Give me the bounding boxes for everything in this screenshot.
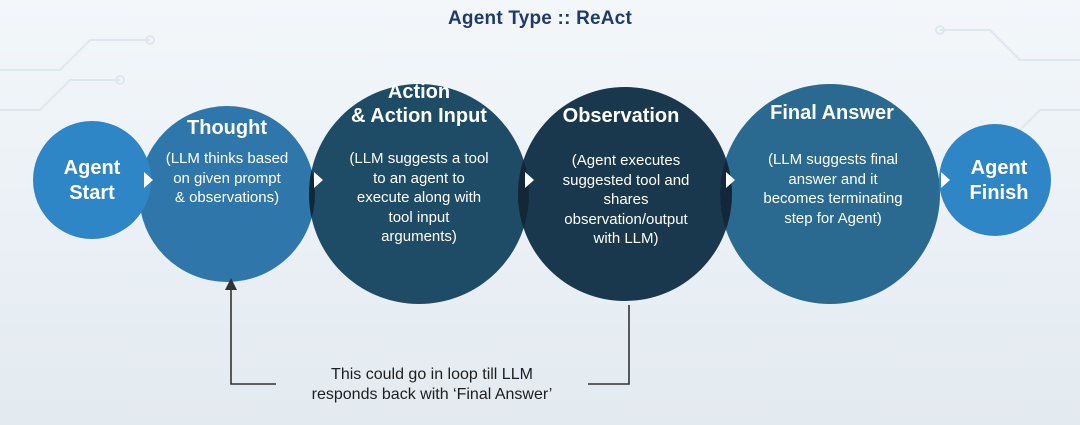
thought-circle bbox=[139, 106, 315, 282]
agent-finish-line: Finish bbox=[969, 182, 1029, 204]
action-description-line: arguments) bbox=[381, 228, 457, 245]
thought-heading: Thought bbox=[152, 116, 302, 140]
loop-note-line: responds back with ‘Final Answer’ bbox=[311, 386, 553, 403]
agent-finish-circle bbox=[939, 124, 1051, 236]
action-description: (LLM suggests a tool to an agent to exec… bbox=[334, 149, 504, 247]
arrow-up-icon bbox=[225, 278, 237, 290]
final-answer-description-line: (LLM suggests final bbox=[767, 151, 899, 168]
agent-start-circle bbox=[33, 121, 151, 239]
action-heading-line: & Action Input bbox=[351, 105, 487, 127]
loop-line bbox=[588, 305, 630, 385]
final-answer-circle bbox=[720, 84, 940, 304]
final-answer-description: (LLM suggests final answer and it become… bbox=[748, 150, 918, 228]
background-decoration bbox=[0, 25, 1080, 141]
action-circle bbox=[309, 84, 529, 304]
thought-description-line: (LLM thinks based bbox=[165, 150, 289, 167]
agent-start-line: Agent bbox=[63, 157, 121, 179]
arrow-right-icon bbox=[314, 172, 323, 188]
loop-note: This could go in loop till LLM responds … bbox=[276, 365, 588, 405]
observation-description-line: suggested tool and bbox=[562, 171, 690, 189]
thought-description-line: on given prompt bbox=[173, 169, 281, 187]
observation-description-line: (Agent executes bbox=[571, 152, 681, 169]
observation-description-line: observation/output bbox=[564, 210, 688, 228]
observation-heading-line: Observation bbox=[562, 105, 680, 127]
action-heading: Action & Action Input bbox=[334, 80, 504, 128]
observation-description: (Agent executes suggested tool and share… bbox=[546, 151, 706, 249]
observation-circle bbox=[518, 87, 732, 301]
final-answer-description-line: becomes terminating bbox=[763, 190, 903, 207]
final-answer-description-line: answer and it bbox=[788, 170, 878, 188]
loop-note-line: This could go in loop till LLM bbox=[331, 366, 533, 383]
loop-line-return bbox=[230, 290, 276, 385]
action-description-line: execute along with bbox=[356, 189, 482, 206]
action-description-line: to an agent to bbox=[373, 169, 465, 187]
agent-finish-line: Agent bbox=[970, 157, 1028, 179]
agent-start-label: Agent Start bbox=[40, 156, 144, 206]
action-description-line: (LLM suggests a tool bbox=[349, 150, 489, 167]
diagram-title: Agent Type :: ReAct bbox=[448, 8, 632, 29]
final-answer-description-line: step for Agent) bbox=[784, 209, 882, 227]
action-description-line: tool input bbox=[388, 208, 450, 226]
arrow-right-icon bbox=[941, 172, 950, 188]
thought-description: (LLM thinks based on given prompt & obse… bbox=[147, 149, 307, 208]
observation-heading: Observation bbox=[541, 104, 701, 128]
arrow-right-icon bbox=[144, 172, 153, 188]
observation-description-line: shares bbox=[603, 191, 649, 208]
thought-heading-line: Thought bbox=[187, 117, 267, 139]
final-answer-heading-line: Final Answer bbox=[770, 102, 894, 124]
final-answer-heading: Final Answer bbox=[747, 101, 917, 125]
agent-finish-label: Agent Finish bbox=[946, 156, 1052, 206]
agent-start-line: Start bbox=[69, 182, 115, 204]
thought-description-line: & observations) bbox=[174, 189, 280, 206]
arrow-right-icon bbox=[726, 172, 735, 188]
action-heading-line: Action bbox=[387, 81, 451, 103]
observation-description-line: with LLM) bbox=[593, 230, 659, 247]
arrow-right-icon bbox=[525, 172, 534, 188]
